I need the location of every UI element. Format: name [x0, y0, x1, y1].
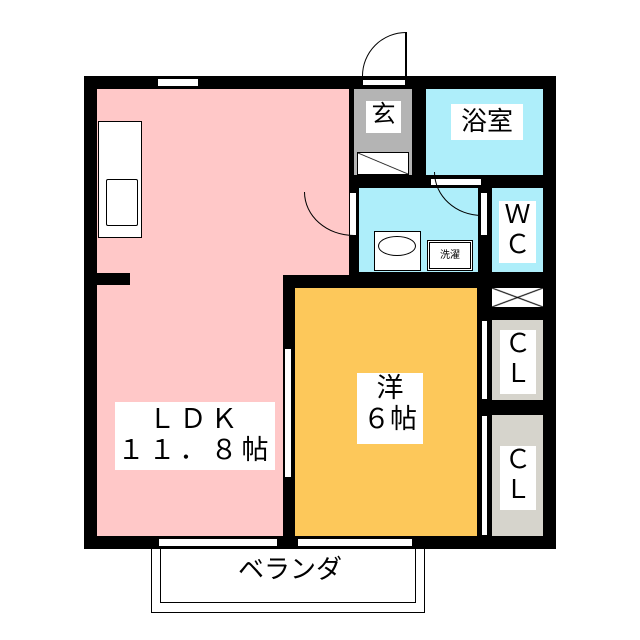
entrance-label: 玄	[366, 100, 401, 133]
closet-2-label-l: Ｌ	[504, 474, 531, 505]
closet-2-label-c: Ｃ	[504, 445, 531, 475]
wc-label: Ｗ Ｃ	[499, 200, 536, 263]
ldk-top-window	[157, 78, 199, 87]
closet-1-door[interactable]	[481, 320, 488, 400]
washer-label: 洗濯	[432, 249, 468, 263]
washbasin-bowl-icon	[378, 236, 416, 256]
entrance-door[interactable]	[362, 79, 406, 86]
balcony	[151, 549, 425, 613]
closet-1-label: Ｃ Ｌ	[500, 329, 536, 394]
wc-label-w: Ｗ	[504, 200, 531, 230]
closet-2-label: Ｃ Ｌ	[500, 445, 536, 510]
pipe-space-x-icon	[492, 288, 543, 307]
ldk-label: ＬＤＫ １１．８帖	[115, 402, 275, 470]
western-label: 洋 ６帖	[357, 373, 423, 444]
balcony-inner-rail	[160, 549, 416, 603]
ldk-balcony-window[interactable]	[158, 538, 278, 547]
ldk-western-sliding-door[interactable]	[284, 348, 292, 478]
sink-icon	[106, 179, 138, 226]
closet-1-label-l: Ｌ	[504, 358, 531, 389]
closet-2-door[interactable]	[481, 415, 488, 536]
ldk-wall-stub	[97, 273, 130, 285]
wc-door[interactable]	[480, 192, 488, 236]
bath-label: 浴室	[451, 104, 523, 140]
wc-label-c: Ｃ	[504, 229, 531, 260]
ldk-label-name: ＬＤＫ	[148, 404, 242, 435]
closet-1-label-c: Ｃ	[504, 329, 531, 359]
western-balcony-window[interactable]	[297, 538, 413, 547]
entrance-door-leaf	[405, 32, 407, 78]
ldk-label-size: １１．８帖	[117, 435, 273, 467]
shoe-box	[357, 152, 409, 175]
balcony-label: ベランダ	[237, 555, 342, 585]
western-label-type: 洋	[376, 373, 404, 404]
western-label-size: ６帖	[363, 404, 417, 436]
